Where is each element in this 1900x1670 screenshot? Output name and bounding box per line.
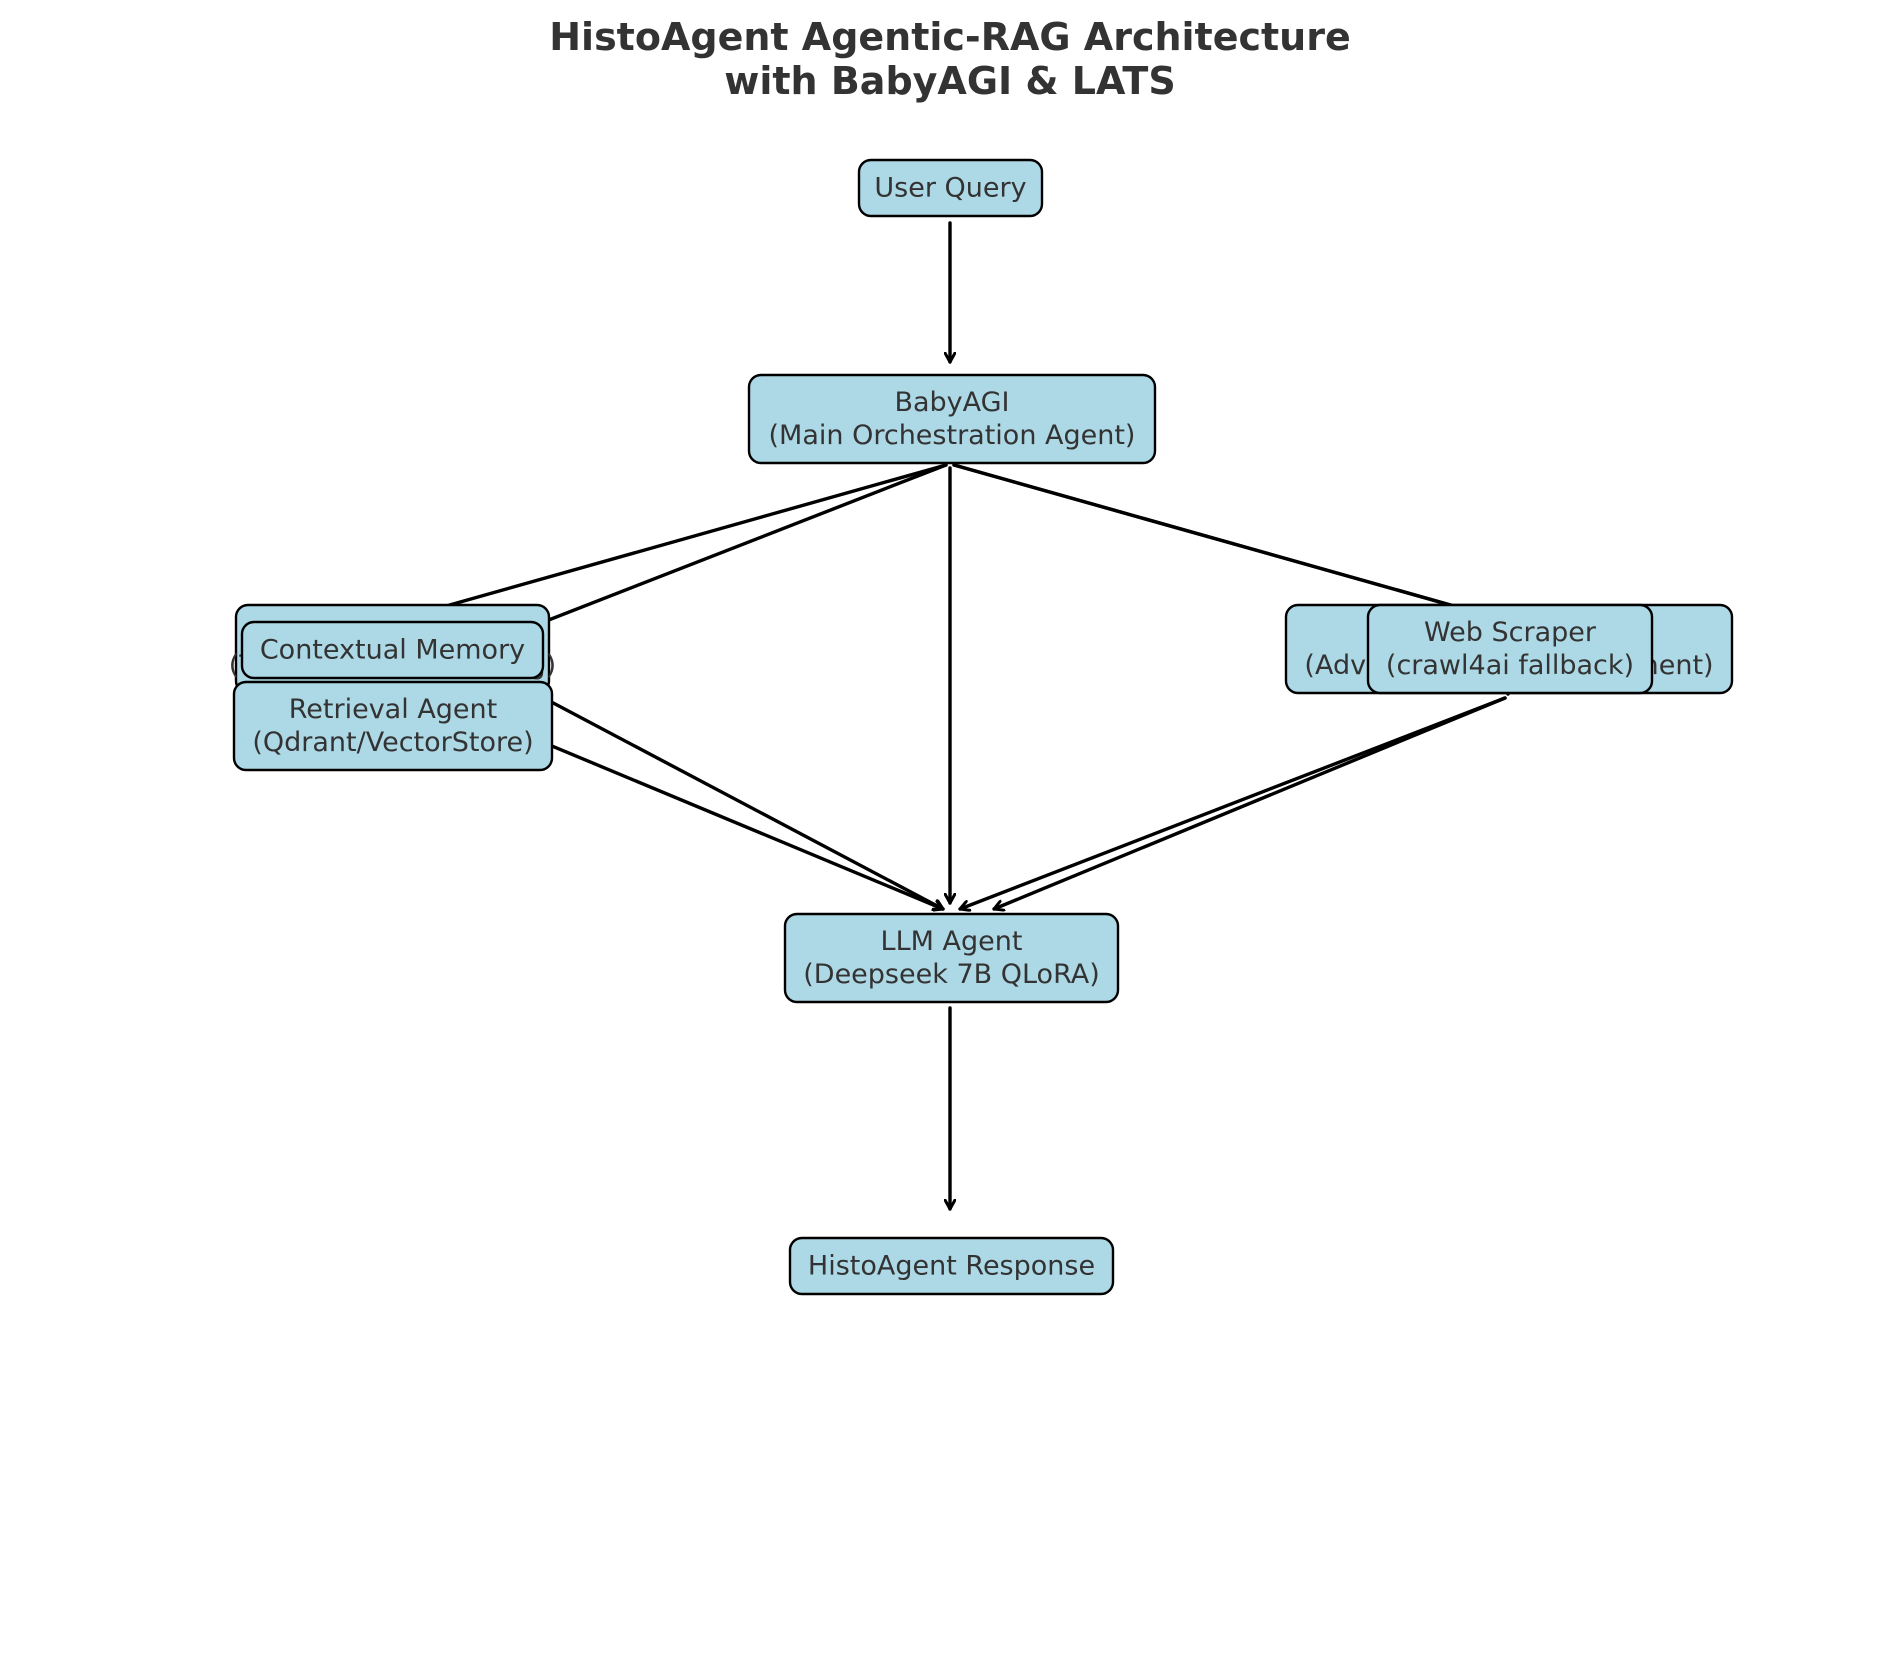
node-llm-agent: LLM Agent(Deepseek 7B QLoRA) xyxy=(783,912,1120,1004)
diagram-title-line-2: with BabyAGI & LATS xyxy=(724,59,1175,103)
node-contextual-memory: Contextual Memory xyxy=(240,620,545,680)
node-response-box xyxy=(788,1236,1115,1296)
node-babyagi: BabyAGI(Main Orchestration Agent) xyxy=(747,373,1157,465)
node-contextual-memory-label-1: Contextual Memory xyxy=(260,635,525,666)
node-babyagi-label-1: BabyAGI xyxy=(894,387,1009,418)
edge-babyagi-to-hidden-left xyxy=(398,463,948,619)
node-retrieval-agent-label-1: Retrieval Agent xyxy=(289,694,498,725)
node-llm-agent-label-2: (Deepseek 7B QLoRA) xyxy=(803,959,1100,990)
node-response: HistoAgent Response xyxy=(788,1236,1115,1296)
node-user-query: User Query xyxy=(857,158,1044,218)
node-llm-agent-label-1: LLM Agent xyxy=(881,926,1023,957)
edge-advanced-node-to-llm-agent xyxy=(958,696,1507,909)
diagram-title-line-1: HistoAgent Agentic-RAG Architecture xyxy=(549,15,1351,59)
node-retrieval-agent-label-2: (Qdrant/VectorStore) xyxy=(252,727,533,758)
node-retrieval-agent: Retrieval Agent(Qdrant/VectorStore) xyxy=(232,680,554,772)
node-babyagi-label-2: (Main Orchestration Agent) xyxy=(769,420,1136,451)
node-web-scraper-label-1: Web Scraper xyxy=(1424,617,1597,648)
node-user-query-label-1: User Query xyxy=(874,173,1026,204)
node-web-scraper-label-2: (crawl4ai fallback) xyxy=(1386,650,1634,681)
node-retrieval-agent-box xyxy=(232,680,554,772)
node-web-scraper: Web Scraper(crawl4ai fallback) xyxy=(1366,603,1654,695)
node-web-scraper-box xyxy=(1366,603,1654,695)
node-llm-agent-box xyxy=(783,912,1120,1004)
node-babyagi-box xyxy=(747,373,1157,465)
edges-layer xyxy=(392,221,1508,1211)
node-user-query-box xyxy=(857,158,1044,218)
node-contextual-memory-box xyxy=(240,620,545,680)
node-response-label-1: HistoAgent Response xyxy=(808,1251,1095,1282)
edge-babyagi-to-web-scraper xyxy=(952,463,1502,619)
edge-web-scraper-to-llm-agent xyxy=(992,696,1507,909)
